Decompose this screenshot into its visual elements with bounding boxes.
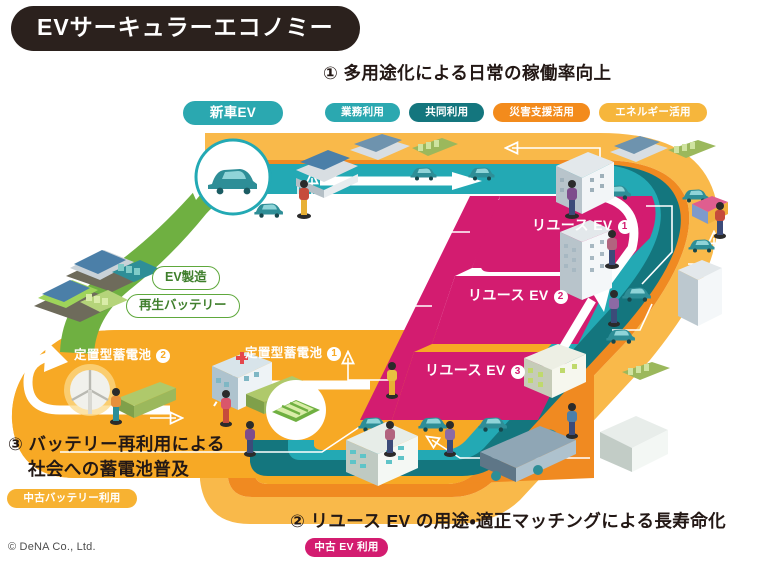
school-building-icon <box>524 344 586 398</box>
label-reuse-ev-1-text: リユース EV <box>532 217 613 233</box>
battery-bank-icon <box>412 138 458 156</box>
bus-icon <box>480 426 576 482</box>
battery-bank-icon-3 <box>622 362 670 380</box>
section-three-heading-line1: ③ バッテリー再利用による <box>8 434 225 454</box>
label-reuse-ev-2: リユース EV 2 <box>468 285 568 305</box>
label-stationary-storage-2-text: 定置型蓄電池 <box>74 348 152 362</box>
section-one-heading: ① 多用途化による日常の稼働率向上 <box>323 63 612 83</box>
person-icon <box>110 180 726 457</box>
label-reuse-ev-2-number: 2 <box>553 290 568 304</box>
wind-turbine-icon <box>64 364 116 416</box>
label-stationary-storage-2: 定置型蓄電池 2 <box>74 344 171 363</box>
label-reuse-ev-1: リユース EV 1 <box>532 215 632 235</box>
label-reuse-ev-3-number: 3 <box>510 365 525 379</box>
label-stationary-storage-1-number: 1 <box>327 347 342 361</box>
page-title: EVサーキュラーエコノミー <box>11 6 360 51</box>
section-one-tag-list: 業務利用 共同利用 災害支援活用 エネルギー活用 <box>325 103 707 122</box>
mall-building-icon <box>600 416 668 472</box>
label-ev-manufacturing: EV製造 <box>152 266 220 290</box>
tag-used-ev-use[interactable]: 中古 EV 利用 <box>305 538 388 557</box>
label-new-car-ev: 新車EV <box>183 101 283 125</box>
tag-disaster-support[interactable]: 災害支援活用 <box>493 103 591 122</box>
section-two-heading: ② リユース EV の用途・適正マッチングによる長寿命化 <box>290 511 726 531</box>
tag-business-use[interactable]: 業務利用 <box>325 103 401 122</box>
solar-canopy-icon <box>350 134 410 160</box>
label-stationary-storage-1-text: 定置型蓄電池 <box>245 346 323 360</box>
apartment-building-icon <box>678 260 722 326</box>
tower-building-icon <box>560 220 612 300</box>
battery-bank-icon-2 <box>668 140 716 158</box>
label-recycled-battery: 再生バッテリー <box>126 294 240 318</box>
tag-used-battery-use[interactable]: 中古バッテリー利用 <box>7 489 137 508</box>
tag-shared-use[interactable]: 共同利用 <box>409 103 485 122</box>
recycled-battery-icon <box>34 280 128 322</box>
battery-pack-circle-icon <box>266 380 326 440</box>
copyright-notice: © DeNA Co., Ltd. <box>8 541 96 553</box>
label-stationary-storage-1: 定置型蓄電池 1 <box>245 342 342 361</box>
ev-factory-icon <box>66 250 162 292</box>
section-three-heading-line2: 社会への蓄電池普及 <box>28 459 190 479</box>
label-reuse-ev-3-text: リユース EV <box>425 362 506 378</box>
band-amber-outer <box>200 133 719 524</box>
tag-energy-use[interactable]: エネルギー活用 <box>599 103 707 122</box>
label-reuse-ev-3: リユース EV 3 <box>425 360 525 380</box>
new-car-ev-icon <box>194 138 272 216</box>
battery-container-2-icon <box>118 382 176 418</box>
label-stationary-storage-2-number: 2 <box>156 349 171 363</box>
section-three-heading: ③ バッテリー再利用による 社会への蓄電池普及 <box>8 432 225 482</box>
solar-canopy-icon-2 <box>610 136 668 162</box>
label-reuse-ev-2-text: リユース EV <box>468 287 549 303</box>
label-reuse-ev-1-number: 1 <box>617 220 632 234</box>
page-title-text: EVサーキュラーエコノミー <box>37 14 334 40</box>
